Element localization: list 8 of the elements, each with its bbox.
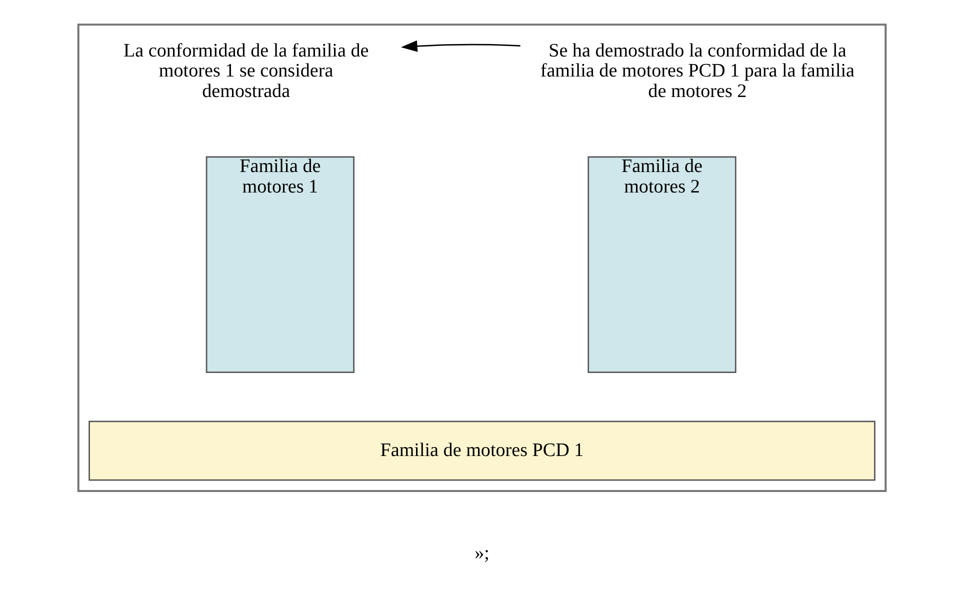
- label: »;: [474, 542, 490, 564]
- cluster: [77, 24, 887, 492]
- node-box: Familia de motores 1: [206, 156, 354, 374]
- node-box: Familia de motores 2: [588, 156, 736, 374]
- arrow: [400, 40, 520, 52]
- node-text: Se ha demostrado la conformidad de la familia de motores PCD 1 para la familia de motores 2: [540, 40, 855, 102]
- node-box: Familia de motores PCD 1: [88, 420, 876, 481]
- node-text: La conformidad de la familia de motores 1 se considera demostrada: [123, 40, 369, 102]
